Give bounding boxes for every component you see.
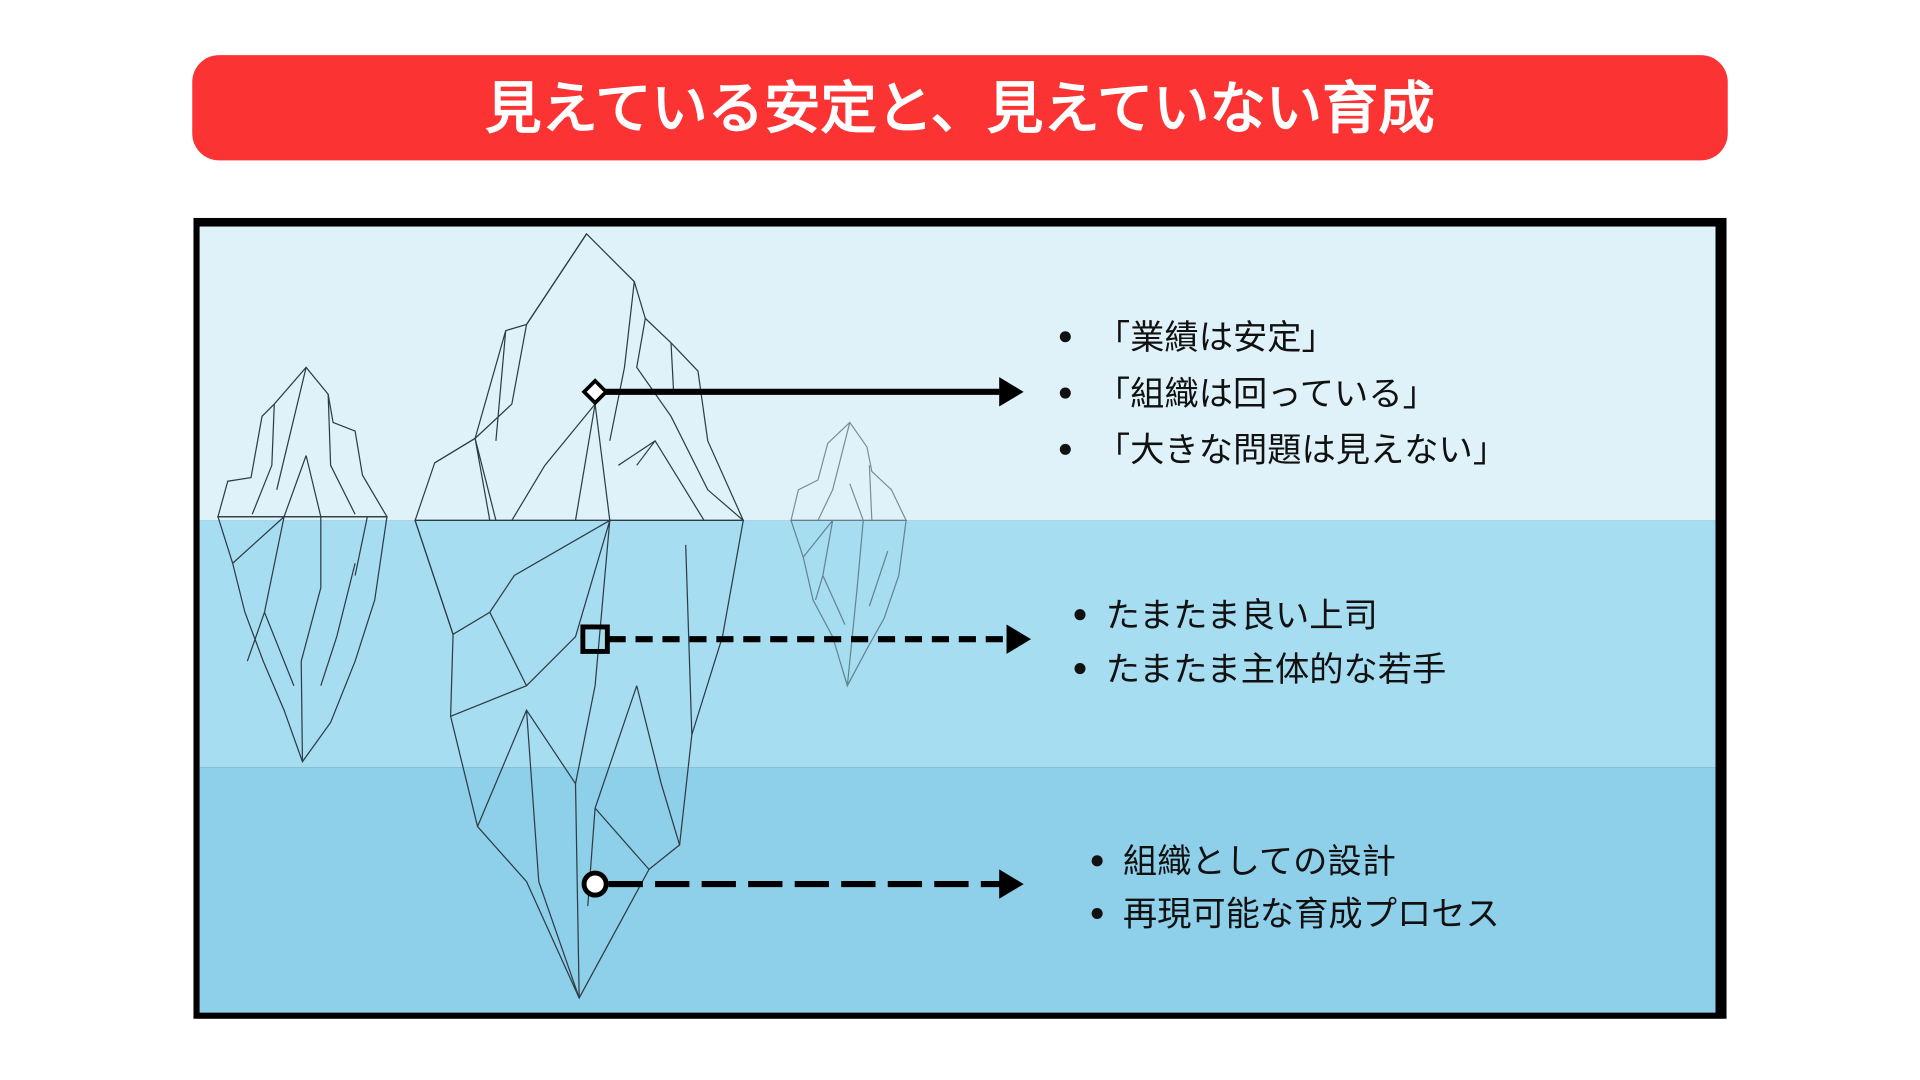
arrow-deep <box>581 869 1024 899</box>
page-title: 見えている安定と、見えていない育成 <box>485 76 1434 141</box>
list-item: 「組織は回っている」 <box>1096 374 1437 414</box>
list-item: 再現可能な育成プロセス <box>1123 895 1500 935</box>
list-item: 「業績は安定」 <box>1096 318 1336 358</box>
band-deep <box>199 767 1716 1013</box>
arrow-visible <box>581 377 1024 407</box>
diagram-frame <box>193 217 1727 1019</box>
title-background <box>192 55 1728 161</box>
iceberg-small-left <box>217 366 389 763</box>
list-visible: 「業績は安定」 「組織は回っている」 「大きな問題は見えない」 <box>1059 318 1507 471</box>
list-item: 「大きな問題は見えない」 <box>1096 431 1507 471</box>
list-deep: 組織としての設計 再現可能な育成プロセス <box>1091 842 1500 935</box>
diamond-marker-icon <box>581 378 609 406</box>
band-surface <box>199 226 1716 521</box>
arrow-shallow <box>580 624 1032 654</box>
iceberg-main <box>414 232 745 1000</box>
title-banner: 見えている安定と、見えていない育成 <box>192 55 1728 161</box>
iceberg-small-right <box>790 421 908 688</box>
list-item: 組織としての設計 <box>1123 842 1396 882</box>
list-item: たまたま良い上司 <box>1106 596 1378 636</box>
square-marker-icon <box>580 624 610 654</box>
circle-marker-icon <box>581 870 609 898</box>
list-item: たまたま主体的な若手 <box>1106 650 1447 690</box>
list-shallow: たまたま良い上司 たまたま主体的な若手 <box>1074 596 1446 690</box>
